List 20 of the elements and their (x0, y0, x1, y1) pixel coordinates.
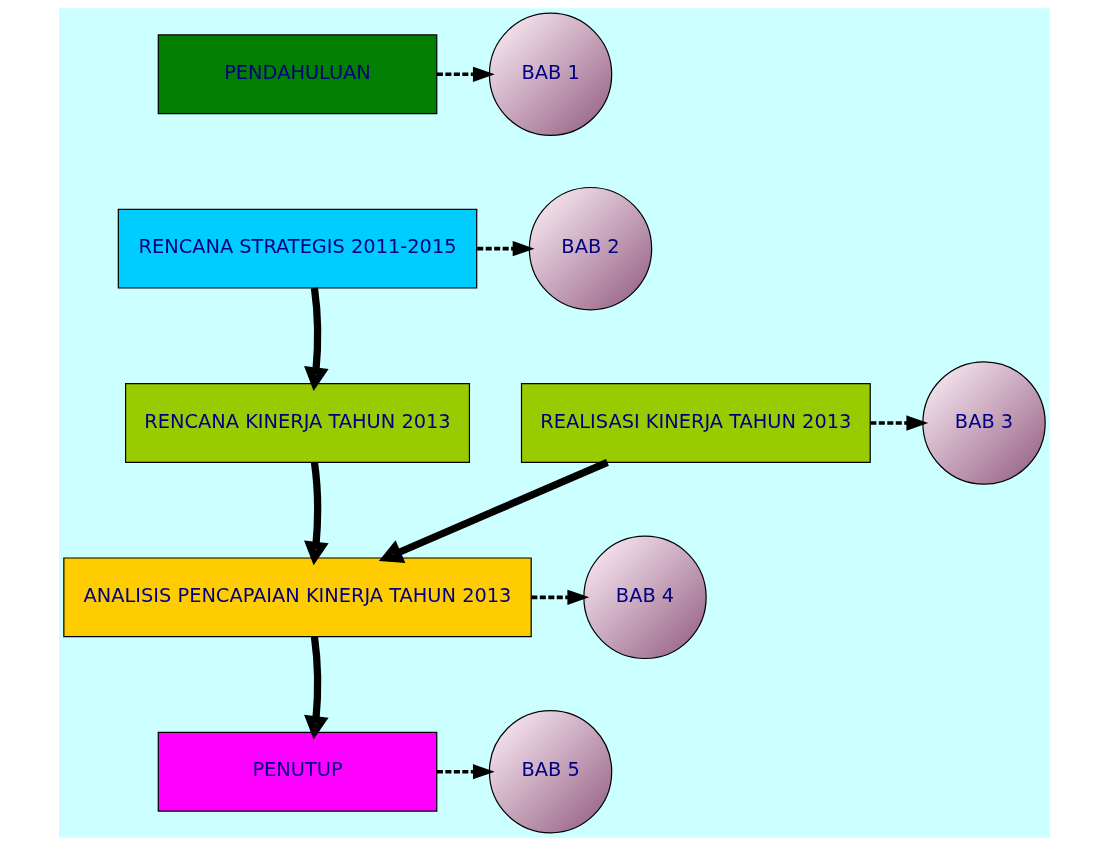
node-box: PENDAHULUAN (157, 34, 437, 115)
arrow (476, 241, 534, 257)
arrow (303, 636, 329, 740)
node-circle: BAB 1 (488, 12, 612, 137)
node-circle: BAB 2 (528, 186, 652, 311)
arrow (303, 461, 329, 566)
node-circle: BAB 4 (582, 535, 707, 660)
node-box: RENCANA KINERJA TAHUN 2013 (124, 383, 470, 463)
node-circle: BAB 3 (921, 361, 1046, 485)
arrow (530, 589, 589, 605)
arrow (303, 287, 329, 391)
node-box: PENUTUP (157, 731, 437, 812)
node-circle: BAB 5 (488, 709, 612, 834)
node-box: ANALISIS PENCAPAIAN KINERJA TAHUN 2013 (62, 557, 532, 638)
node-box: REALISASI KINERJA TAHUN 2013 (520, 383, 871, 463)
arrow (869, 415, 928, 431)
arrow (378, 459, 609, 564)
arrow (436, 66, 495, 82)
node-box: RENCANA STRATEGIS 2011-2015 (117, 208, 477, 289)
arrow (436, 764, 495, 780)
